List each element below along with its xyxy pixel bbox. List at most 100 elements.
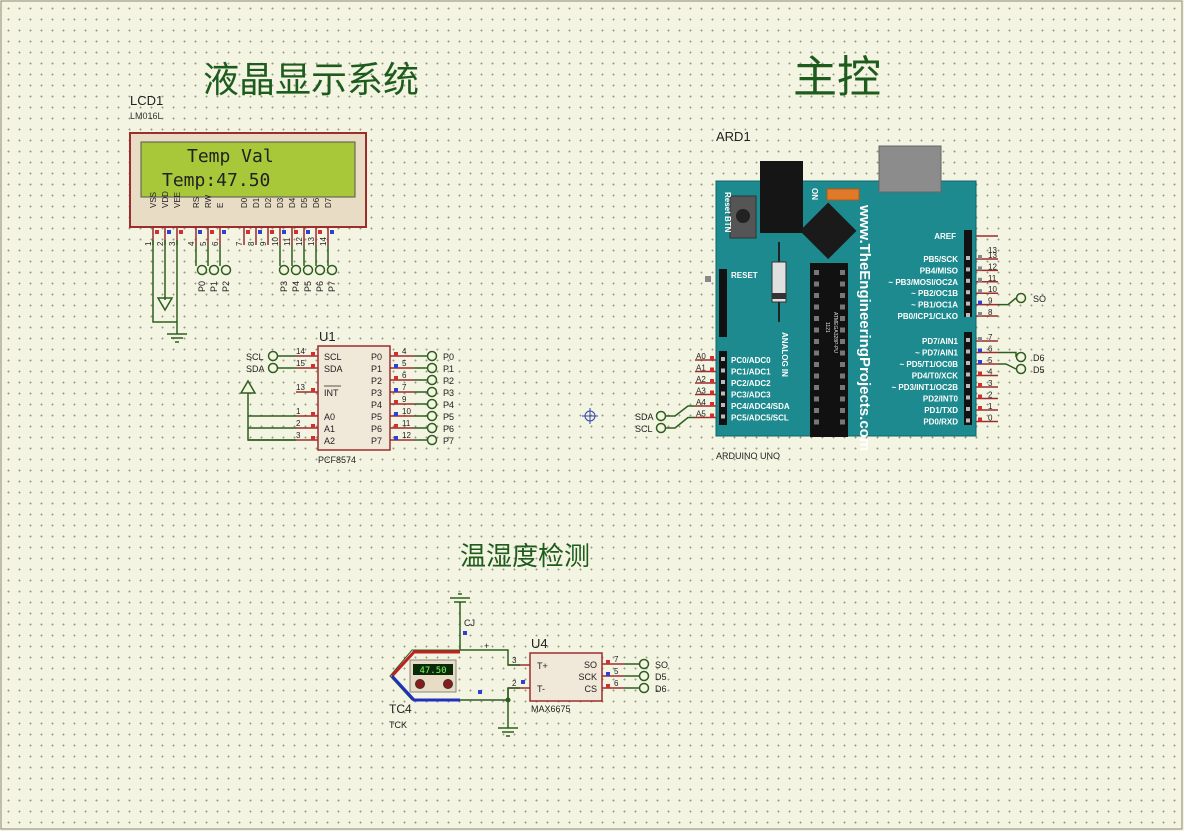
lcd-module[interactable]: LCD1 LM016L Temp Val Temp:47.50 VSS1VDD2… bbox=[129, 93, 367, 343]
digital-pin-num: 0 bbox=[988, 414, 993, 423]
lcd-pin-num: 10 bbox=[271, 237, 280, 246]
scl-wire bbox=[661, 416, 695, 429]
title-lcd-system: 液晶显示系统 bbox=[203, 59, 419, 100]
u1-pin-num: 12 bbox=[402, 431, 411, 440]
net-terminal[interactable] bbox=[426, 374, 438, 386]
tc-display bbox=[413, 664, 453, 675]
u1-pin-num: 2 bbox=[296, 419, 301, 428]
net-terminal[interactable] bbox=[1015, 363, 1027, 375]
lcd-terminal[interactable] bbox=[314, 264, 326, 276]
net-terminal[interactable] bbox=[426, 386, 438, 398]
pin-marker bbox=[606, 684, 610, 688]
digital-pin-num: 1 bbox=[988, 402, 993, 411]
net-terminal[interactable] bbox=[655, 410, 667, 422]
net-terminal[interactable] bbox=[267, 362, 279, 374]
d6-wire bbox=[998, 351, 1017, 357]
pin-marker bbox=[394, 352, 398, 356]
net-terminal[interactable] bbox=[426, 398, 438, 410]
u1-pin-label: P0 bbox=[371, 352, 382, 362]
ground-icon bbox=[498, 727, 518, 737]
u1-pin-label: P4 bbox=[371, 400, 382, 410]
lcd-terminal[interactable] bbox=[326, 264, 338, 276]
pin-marker-red bbox=[710, 413, 714, 418]
digital-pin-label: PB0/ICP1/CLKO bbox=[898, 312, 958, 321]
ground-icon bbox=[450, 593, 470, 603]
thermocouple-tc4[interactable]: 47.50 TC4 TCK bbox=[389, 649, 460, 730]
lcd-pin-label: D0 bbox=[240, 197, 249, 208]
pin-marker bbox=[978, 277, 982, 282]
header-pin bbox=[721, 380, 725, 384]
pin-marker bbox=[978, 406, 982, 410]
lcd-terminal[interactable] bbox=[290, 264, 302, 276]
net-terminal[interactable] bbox=[426, 410, 438, 422]
net-terminal[interactable] bbox=[1015, 292, 1027, 304]
header-pin bbox=[966, 313, 970, 317]
net-terminal[interactable] bbox=[655, 422, 667, 434]
sda-wire bbox=[661, 405, 695, 417]
pin-marker bbox=[978, 417, 982, 422]
net-label: SO bbox=[1033, 294, 1046, 304]
pin-marker bbox=[155, 230, 159, 234]
net-label: SCL bbox=[635, 424, 653, 434]
header-pin bbox=[966, 267, 970, 272]
net-label: SDA bbox=[635, 412, 654, 422]
net-terminal[interactable] bbox=[638, 658, 650, 670]
u1-pin-label: P2 bbox=[371, 376, 382, 386]
lcd-terminal[interactable] bbox=[278, 264, 290, 276]
pin-marker bbox=[198, 230, 202, 234]
mcu-pin bbox=[840, 408, 845, 413]
lcd-terminal[interactable] bbox=[220, 264, 232, 276]
pin-marker-red bbox=[311, 424, 315, 428]
u4-body bbox=[529, 652, 603, 702]
net-terminal[interactable] bbox=[426, 362, 438, 374]
lcd-terminal[interactable] bbox=[196, 264, 208, 276]
lcd-line2: Temp:47.50 bbox=[162, 170, 270, 191]
pin-marker-red bbox=[311, 412, 315, 416]
reset-knob bbox=[736, 209, 750, 223]
net-terminal[interactable] bbox=[426, 350, 438, 362]
u4-pin-label: CS bbox=[584, 684, 597, 694]
u1-pin-num: 13 bbox=[296, 383, 305, 392]
u4-pin-label: SO bbox=[584, 660, 597, 670]
lcd-pin-num: 11 bbox=[283, 237, 292, 246]
net-terminal[interactable] bbox=[638, 682, 650, 694]
mcu-pin bbox=[814, 316, 819, 321]
mcu-pin bbox=[840, 316, 845, 321]
pcf8574-chip[interactable]: U1 PCF8574 14SCL15SDA13INT1A02A13A2SCLSD… bbox=[239, 329, 454, 465]
reset-label: RESET bbox=[731, 271, 758, 280]
arduino-uno[interactable]: ARD1 Reset BTN ON 1121 ATMEGA328P-PU www… bbox=[635, 129, 1046, 461]
u4-pin-num: 7 bbox=[614, 655, 619, 664]
digital-pin-label: ~ PD7/AIN1 bbox=[915, 349, 958, 358]
analog-pin-num: A2 bbox=[696, 375, 706, 384]
tc-red-wire bbox=[390, 650, 460, 678]
header-pin bbox=[721, 357, 725, 361]
lcd-terminal[interactable] bbox=[302, 264, 314, 276]
tc-down-button[interactable] bbox=[415, 679, 425, 689]
pin-marker bbox=[282, 230, 286, 234]
lcd-pin-num: 7 bbox=[235, 241, 244, 246]
analog-pin-num: A3 bbox=[696, 387, 706, 396]
lcd-pin-label: VEE bbox=[173, 192, 182, 208]
net-terminal[interactable] bbox=[638, 670, 650, 682]
u1-body bbox=[317, 345, 391, 451]
lcd-terminal[interactable] bbox=[208, 264, 220, 276]
power-jack-top bbox=[760, 161, 803, 233]
net-terminal[interactable] bbox=[267, 350, 279, 362]
analog-pin-label: PC5/ADC5/SCL bbox=[731, 414, 789, 423]
lcd-terminal-label: P0 bbox=[197, 281, 207, 292]
mcu-pin bbox=[814, 293, 819, 298]
lcd-ref: LCD1 bbox=[130, 93, 163, 108]
net-terminal[interactable] bbox=[426, 434, 438, 446]
digital-pin-num: 13 bbox=[988, 251, 997, 260]
net-label: SDA bbox=[246, 364, 265, 374]
lcd-terminal-label: P2 bbox=[221, 281, 231, 292]
lcd-pin-label: E bbox=[216, 203, 225, 208]
tc-up-button[interactable] bbox=[443, 679, 453, 689]
lcd-pin-label: D5 bbox=[300, 197, 309, 208]
digital-pin-num: 10 bbox=[988, 285, 997, 294]
net-terminal[interactable] bbox=[426, 422, 438, 434]
digital-pin-num: 5 bbox=[988, 356, 993, 365]
net-terminal[interactable] bbox=[1015, 351, 1027, 363]
